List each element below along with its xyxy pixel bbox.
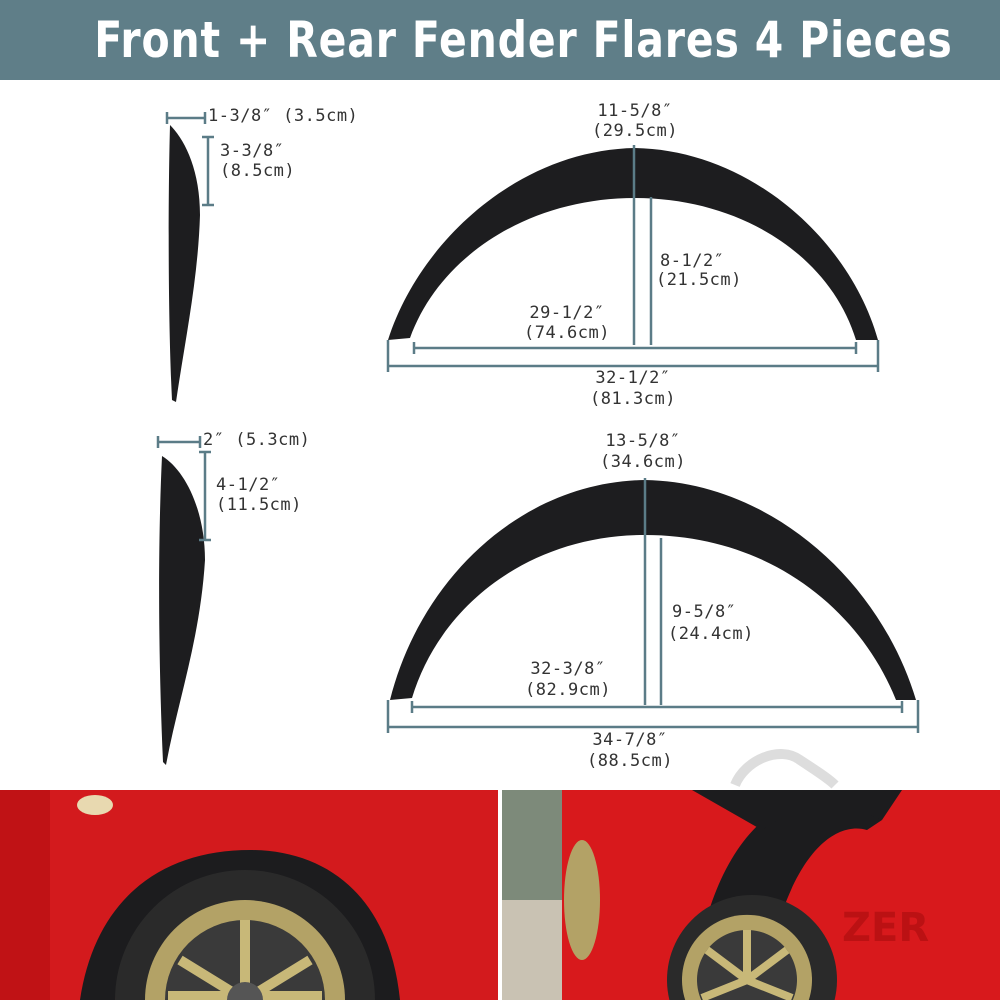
dimension-lines [156,112,920,733]
car-photo-rear: ZER [502,790,1000,1000]
front-flare [388,148,878,340]
rear-arc-in: 13-5/8″ [605,431,681,451]
front-outer-cm: (81.3cm) [590,389,676,409]
rear-depth-in: 4-1/2″ [216,475,281,495]
rear-width-label: 2″ (5.3cm) [203,430,311,450]
front-arc-cm: (29.5cm) [592,121,678,141]
front-height-in: 8-1/2″ [660,251,725,271]
front-flare-side-view [168,125,200,402]
rear-depth-cm: (11.5cm) [216,495,302,515]
wheel-hub [227,982,263,1000]
front-inner-in: 29-1/2″ [529,303,605,323]
title-text: Front + Rear Fender Flares 4 Pieces [94,11,953,69]
front-depth-in: 3-3/8″ [220,141,285,161]
rear-height-cm: (24.4cm) [668,624,754,644]
watermark-text: ZER [842,905,930,951]
rear-flare-side-view [159,456,205,765]
front-outer-in: 32-1/2″ [595,368,671,388]
car-photo-front [0,790,498,1000]
fender-flare [80,850,400,1000]
front-inner-cm: (74.6cm) [524,323,610,343]
rear-arc-cm: (34.6cm) [600,452,686,472]
watermark-logo [730,749,839,789]
rear-outer-in: 34-7/8″ [592,730,668,750]
front-arc-in: 11-5/8″ [597,101,673,121]
front-width-label: 1-3/8″ (3.5cm) [208,106,359,126]
rear-flare [390,480,916,700]
rear-inner-cm: (82.9cm) [525,680,611,700]
rear-height-in: 9-5/8″ [672,602,737,622]
front-height-cm: (21.5cm) [656,270,742,290]
rear-inner-in: 32-3/8″ [530,659,606,679]
page-title: Front + Rear Fender Flares 4 Pieces [0,0,1000,80]
diagram [156,112,920,789]
front-depth-cm: (8.5cm) [220,161,296,181]
rear-outer-cm: (88.5cm) [587,751,673,771]
turn-signal [77,795,113,815]
